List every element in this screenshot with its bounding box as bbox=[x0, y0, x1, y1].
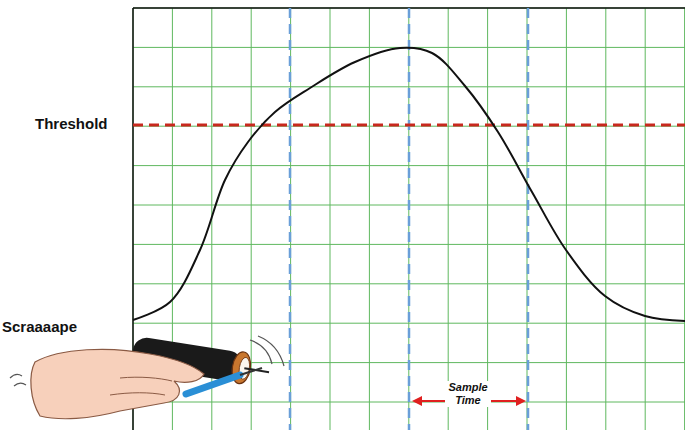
threshold-line bbox=[133, 124, 685, 127]
action-label: Scraaaape bbox=[2, 318, 77, 335]
grid-line bbox=[330, 8, 331, 430]
arrow-head bbox=[516, 396, 526, 406]
sample-time-label: Sample Time bbox=[445, 381, 491, 407]
grid-line bbox=[448, 8, 449, 430]
signal-curve bbox=[133, 48, 685, 321]
grid-line bbox=[290, 8, 291, 430]
grid-line bbox=[684, 8, 685, 430]
sample-line bbox=[289, 8, 292, 430]
screwdriver-tip bbox=[240, 368, 262, 375]
grid-line bbox=[605, 8, 606, 430]
threshold-label: Threshold bbox=[35, 115, 108, 132]
grid-line bbox=[133, 244, 685, 245]
grid-line bbox=[527, 8, 528, 430]
grid-line bbox=[133, 165, 685, 166]
motion-lines bbox=[10, 374, 26, 386]
sample-lines bbox=[290, 8, 528, 430]
sample-line bbox=[408, 8, 411, 430]
hand-illustration bbox=[10, 335, 284, 419]
arrow-shaft bbox=[420, 400, 446, 402]
grid-line bbox=[566, 8, 567, 430]
grid-line bbox=[133, 323, 685, 324]
sample-line bbox=[527, 8, 530, 430]
hand bbox=[31, 349, 204, 418]
grid-line bbox=[487, 8, 488, 430]
motion-lines bbox=[250, 336, 284, 366]
screwdriver-handle bbox=[186, 375, 240, 394]
grid-line bbox=[133, 86, 685, 87]
arrow-shaft bbox=[490, 400, 517, 402]
finger-lines bbox=[110, 377, 172, 395]
grid-line bbox=[408, 8, 409, 430]
arrow-head bbox=[412, 396, 422, 406]
grid-line bbox=[645, 8, 646, 430]
grid-line bbox=[369, 8, 370, 430]
